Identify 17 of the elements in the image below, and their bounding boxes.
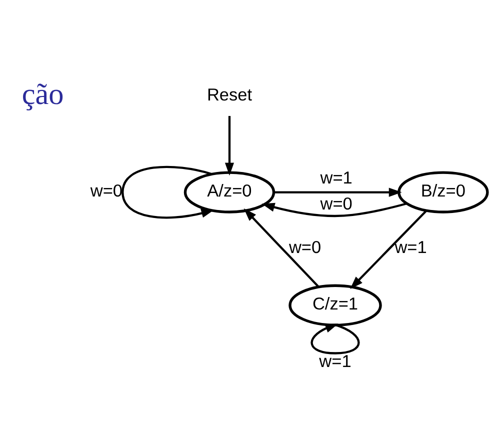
arrow — [244, 208, 320, 287]
label: ção — [22, 76, 64, 110]
edge-label: w=0 — [288, 236, 322, 256]
arrow — [122, 165, 214, 218]
node-ellipse: B/z=0 — [398, 170, 489, 213]
edge-label: w=0 — [320, 192, 352, 213]
edge-label: w=1 — [320, 166, 352, 187]
edge-label: w=1 — [319, 350, 352, 371]
node-ellipse: C/z=1 — [288, 284, 382, 326]
arrow — [274, 187, 402, 196]
arrow — [224, 115, 234, 176]
node-text: Reset — [206, 84, 252, 104]
arrow — [262, 202, 407, 217]
edge-label: w=0 — [90, 180, 123, 200]
arrow — [350, 209, 428, 289]
arrow — [310, 323, 360, 354]
edge-label: w=1 — [394, 236, 427, 256]
